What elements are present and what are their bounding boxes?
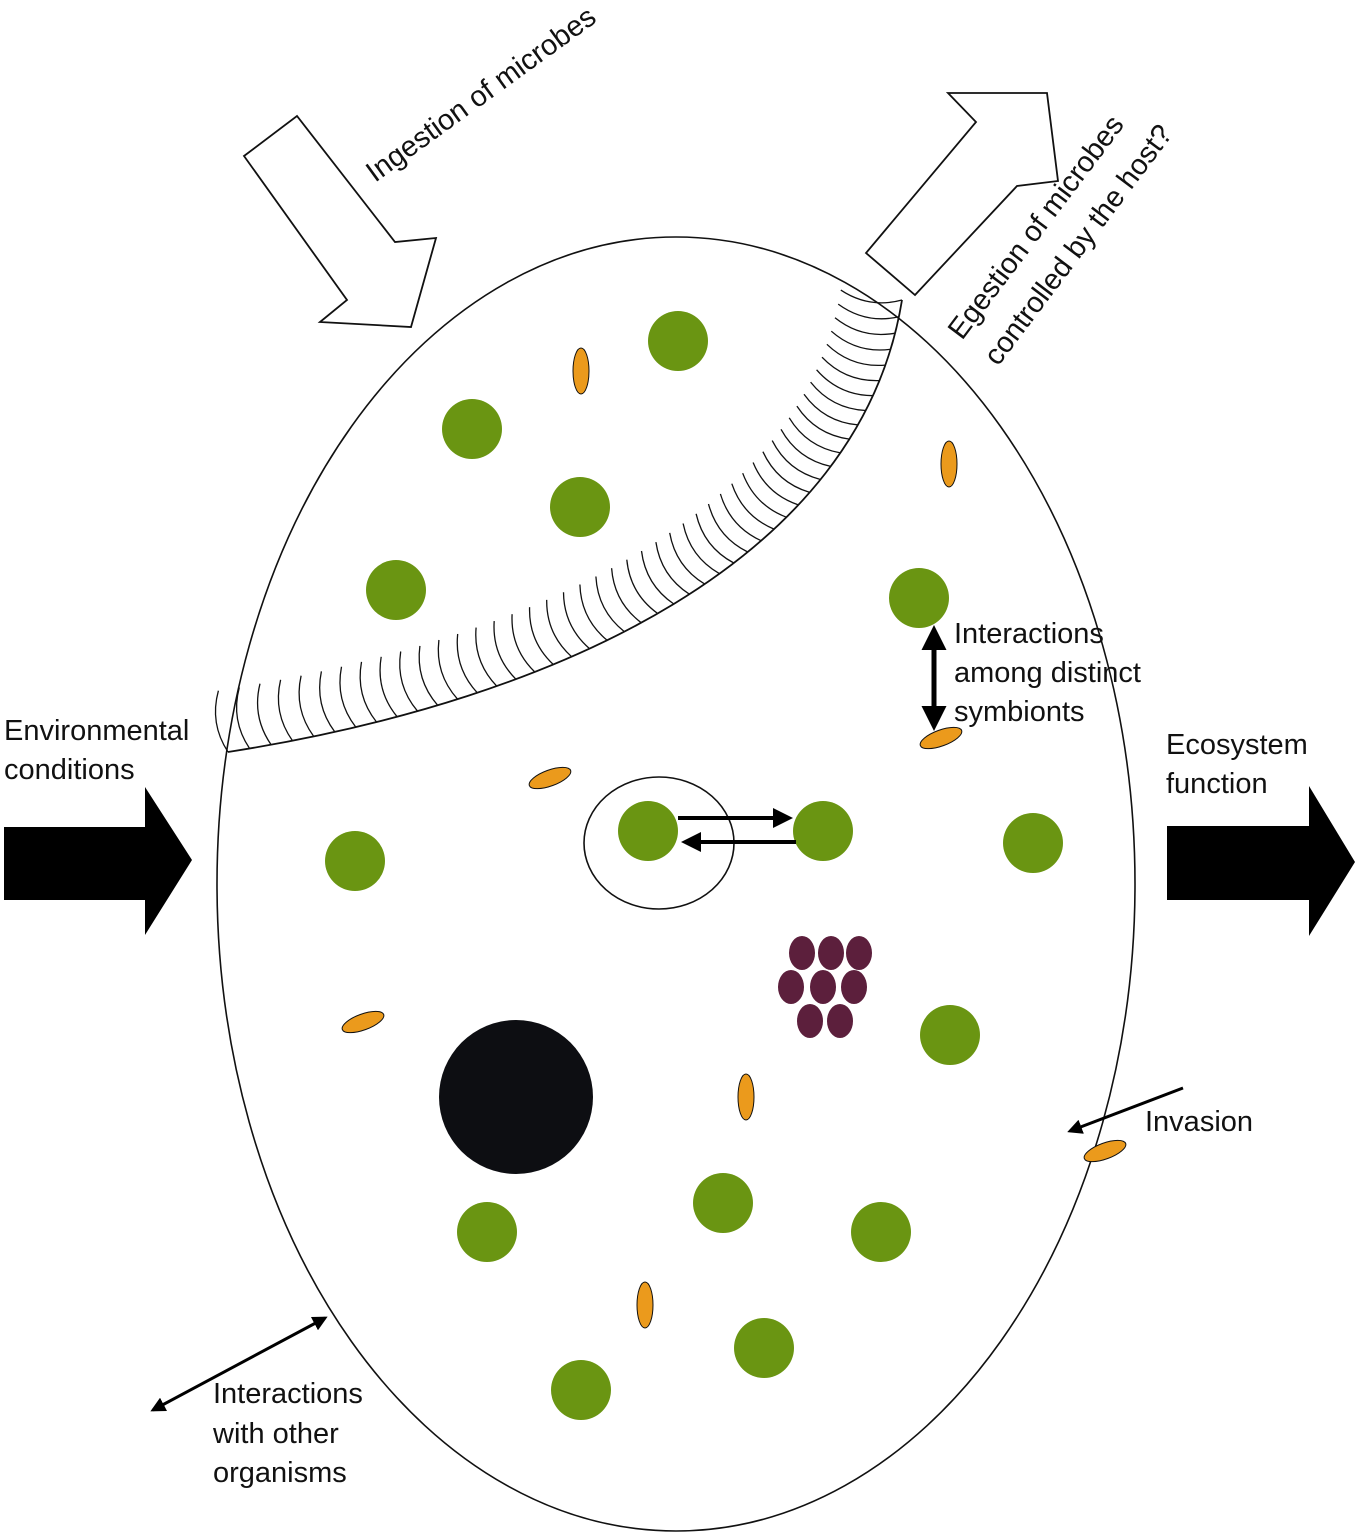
- cilium: [640, 550, 675, 605]
- cilium: [339, 666, 357, 728]
- cilium: [298, 675, 315, 737]
- cilium: [595, 576, 625, 633]
- cilium: [762, 451, 810, 494]
- cilium: [610, 568, 642, 624]
- cilium: [731, 483, 775, 530]
- green-symbiont: [793, 801, 853, 861]
- cilium: [821, 356, 880, 382]
- cilium: [837, 303, 900, 320]
- environmental-conditions-arrow[interactable]: [4, 787, 192, 935]
- green-symbiont: [920, 1005, 980, 1065]
- orange-microbe: [636, 1281, 654, 1329]
- cilium: [319, 671, 336, 733]
- cilium: [780, 428, 831, 468]
- orange-microbe: [1083, 1139, 1127, 1163]
- cilium: [834, 317, 896, 336]
- green-symbiont: [851, 1202, 911, 1262]
- interactions-other-line2: with other: [212, 1418, 339, 1450]
- green-symbiont: [457, 1202, 517, 1262]
- green-symbiont: [618, 801, 678, 861]
- cilium: [752, 462, 799, 506]
- cilium: [511, 614, 536, 673]
- invasion-arrow: [1067, 1086, 1184, 1134]
- interactions-other-line3: organisms: [213, 1457, 347, 1489]
- interactions-other-line1: Interactions: [213, 1378, 363, 1410]
- green-symbiont: [550, 477, 610, 537]
- cilium: [359, 661, 378, 723]
- cilium: [256, 683, 272, 746]
- cilium: [437, 639, 459, 700]
- green-symbiont: [648, 311, 708, 371]
- cilium: [803, 393, 858, 426]
- environmental-label-line1: Environmental: [4, 715, 189, 747]
- ingestion-arrow: [242, 114, 438, 328]
- orange-microbe: [940, 440, 958, 488]
- cilium: [235, 687, 251, 749]
- cilium: [277, 679, 294, 742]
- cilium: [579, 584, 608, 641]
- orange-microbe: [528, 766, 572, 790]
- invasion-label: Invasion: [1145, 1106, 1253, 1138]
- orange-microbe: [737, 1073, 755, 1121]
- cilium: [399, 651, 418, 712]
- green-symbiont: [889, 568, 949, 628]
- ingestion-label: Ingestion of microbes: [360, 1, 602, 189]
- cilium: [214, 690, 229, 753]
- green-symbiont: [442, 399, 502, 459]
- environmental-label-line2: conditions: [4, 754, 135, 786]
- cilium: [546, 599, 573, 658]
- cilium: [682, 523, 720, 575]
- organism-interaction-arrow: [150, 1316, 328, 1412]
- green-symbionts: [325, 311, 1063, 1420]
- orange-microbe: [341, 1010, 385, 1034]
- cilium: [669, 532, 706, 585]
- cilium: [830, 330, 891, 351]
- cilium: [562, 592, 590, 650]
- egestion-arrow: [864, 92, 1060, 297]
- green-symbiont: [734, 1318, 794, 1378]
- cilium: [742, 472, 787, 518]
- cilium: [840, 289, 903, 304]
- green-symbiont: [551, 1360, 611, 1420]
- cilium: [475, 627, 498, 687]
- interactions-symbionts-line3: symbionts: [954, 696, 1085, 728]
- orange-microbe: [572, 347, 590, 395]
- cilium: [456, 633, 478, 694]
- cilium: [418, 645, 439, 706]
- ecosystem-label-line1: Ecosystem: [1166, 729, 1308, 761]
- cilium: [788, 417, 841, 454]
- cilium: [493, 621, 517, 680]
- cilium: [719, 493, 762, 542]
- cilium: [796, 405, 850, 440]
- cilium: [695, 513, 735, 564]
- green-symbiont: [693, 1173, 753, 1233]
- green-symbiont: [366, 560, 426, 620]
- cilium: [528, 607, 554, 665]
- cilium: [771, 440, 821, 481]
- purple-cluster: [778, 936, 872, 1038]
- orange-microbes: [341, 347, 1127, 1329]
- green-symbiont: [1003, 813, 1063, 873]
- cilium: [826, 343, 886, 367]
- interactions-symbionts-line1: Interactions: [954, 618, 1104, 650]
- host-cell-outline: [216, 236, 1136, 1532]
- cilium: [707, 503, 748, 553]
- interactions-symbionts-line2: among distinct: [954, 657, 1141, 689]
- ecosystem-label-line2: function: [1166, 768, 1268, 800]
- nucleus: [439, 1020, 593, 1174]
- ecosystem-function-arrow[interactable]: [1167, 786, 1355, 936]
- cilium: [810, 381, 866, 412]
- cilium: [626, 559, 659, 615]
- cilia: [214, 289, 903, 753]
- cilium: [379, 656, 398, 718]
- cilium: [816, 369, 873, 397]
- green-symbiont: [325, 831, 385, 891]
- cilium: [655, 542, 690, 595]
